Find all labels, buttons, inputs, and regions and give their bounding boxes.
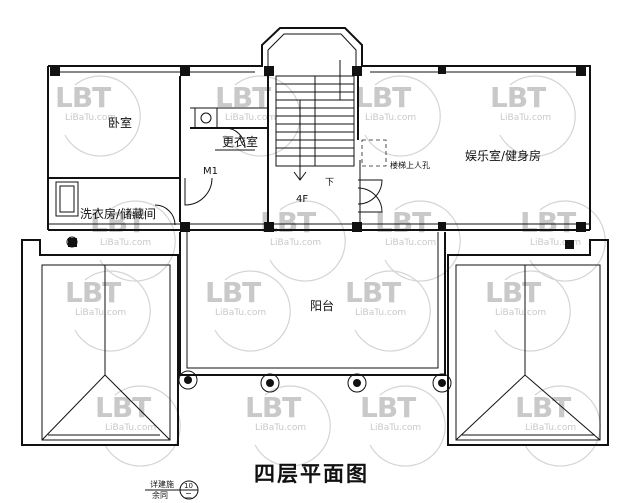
watermark: LBT LiBaTu.com xyxy=(515,385,601,467)
stair-note: 楼梯上人孔 xyxy=(390,160,430,170)
detail-reference: 详建施 余同 10 二 xyxy=(145,479,199,500)
svg-text:LiBaTu.com: LiBaTu.com xyxy=(495,308,546,318)
svg-text:LBT: LBT xyxy=(90,206,146,239)
watermark: LBT LiBaTu.com xyxy=(95,385,181,467)
svg-text:LiBaTu.com: LiBaTu.com xyxy=(100,238,151,248)
svg-text:LiBaTu.com: LiBaTu.com xyxy=(500,113,551,123)
svg-text:LBT: LBT xyxy=(55,81,111,114)
watermark: LBT LiBaTu.com xyxy=(355,75,441,157)
watermark: LBT LiBaTu.com xyxy=(260,200,346,282)
svg-text:LBT: LBT xyxy=(245,391,301,424)
room-label-balcony: 阳台 xyxy=(310,298,334,313)
svg-text:LBT: LBT xyxy=(65,276,121,309)
floor-mark: 4F xyxy=(296,194,308,205)
watermark: LBT LiBaTu.com xyxy=(490,75,576,157)
room-label-entertainment: 娱乐室/健身房 xyxy=(465,148,541,163)
watermark: LBT LiBaTu.com xyxy=(360,385,446,467)
svg-text:LiBaTu.com: LiBaTu.com xyxy=(525,423,576,433)
svg-text:LiBaTu.com: LiBaTu.com xyxy=(75,308,126,318)
watermark: LBT LiBaTu.com xyxy=(90,200,176,282)
detail-ref-sheet: 二 xyxy=(185,492,192,500)
balcony xyxy=(178,232,452,393)
room-label-laundry: 洗衣房/储藏间 xyxy=(80,206,156,221)
watermark: LBT LiBaTu.com xyxy=(375,200,461,282)
room-label-closet: 更衣室 xyxy=(222,134,258,149)
stair-down-mark: 下 xyxy=(325,178,334,188)
svg-text:LiBaTu.com: LiBaTu.com xyxy=(255,423,306,433)
svg-text:LBT: LBT xyxy=(215,81,271,114)
svg-text:LiBaTu.com: LiBaTu.com xyxy=(355,308,406,318)
stair-hatch xyxy=(361,139,387,167)
svg-text:LiBaTu.com: LiBaTu.com xyxy=(215,308,266,318)
watermark: LBT LiBaTu.com xyxy=(345,270,431,352)
door-label-m1: M1 xyxy=(203,166,218,177)
doors xyxy=(154,127,383,226)
svg-text:LBT: LBT xyxy=(485,276,541,309)
svg-text:LiBaTu.com: LiBaTu.com xyxy=(370,423,421,433)
svg-text:LBT: LBT xyxy=(345,276,401,309)
detail-ref-number: 10 xyxy=(184,482,193,490)
svg-text:LBT: LBT xyxy=(490,81,546,114)
watermark: LBT LiBaTu.com xyxy=(485,270,571,352)
svg-text:LBT: LBT xyxy=(375,206,431,239)
watermark-layer: LBT LiBaTu.com LBT LiBaTu.com LBT LiBaTu… xyxy=(55,75,606,467)
svg-text:LBT: LBT xyxy=(355,81,411,114)
exterior-walls xyxy=(47,27,591,230)
drawing-title: 四层平面图 xyxy=(254,462,369,486)
svg-text:LiBaTu.com: LiBaTu.com xyxy=(65,113,116,123)
svg-text:LiBaTu.com: LiBaTu.com xyxy=(105,423,156,433)
room-label-bedroom: 卧室 xyxy=(108,115,132,130)
left-roof xyxy=(21,239,179,446)
watermark: LBT LiBaTu.com xyxy=(245,385,331,467)
svg-text:LiBaTu.com: LiBaTu.com xyxy=(530,238,581,248)
svg-text:LiBaTu.com: LiBaTu.com xyxy=(225,113,276,123)
svg-text:LiBaTu.com: LiBaTu.com xyxy=(365,113,416,123)
right-roof xyxy=(447,239,609,446)
svg-text:LBT: LBT xyxy=(95,391,151,424)
detail-ref-label-bottom: 余同 xyxy=(152,490,168,500)
svg-text:LBT: LBT xyxy=(360,391,416,424)
watermark: LBT LiBaTu.com xyxy=(65,270,151,352)
interior-walls xyxy=(48,76,590,231)
laundry-fixtures xyxy=(55,107,218,248)
staircase xyxy=(275,60,355,181)
svg-text:LiBaTu.com: LiBaTu.com xyxy=(270,238,321,248)
watermark: LBT LiBaTu.com xyxy=(55,75,141,157)
svg-text:LBT: LBT xyxy=(520,206,576,239)
structural-columns xyxy=(50,66,586,249)
svg-text:LiBaTu.com: LiBaTu.com xyxy=(385,238,436,248)
detail-ref-label-top: 详建施 xyxy=(150,479,174,489)
watermark: LBT LiBaTu.com xyxy=(205,270,291,352)
svg-text:LBT: LBT xyxy=(205,276,261,309)
watermark: LBT LiBaTu.com xyxy=(520,200,606,282)
